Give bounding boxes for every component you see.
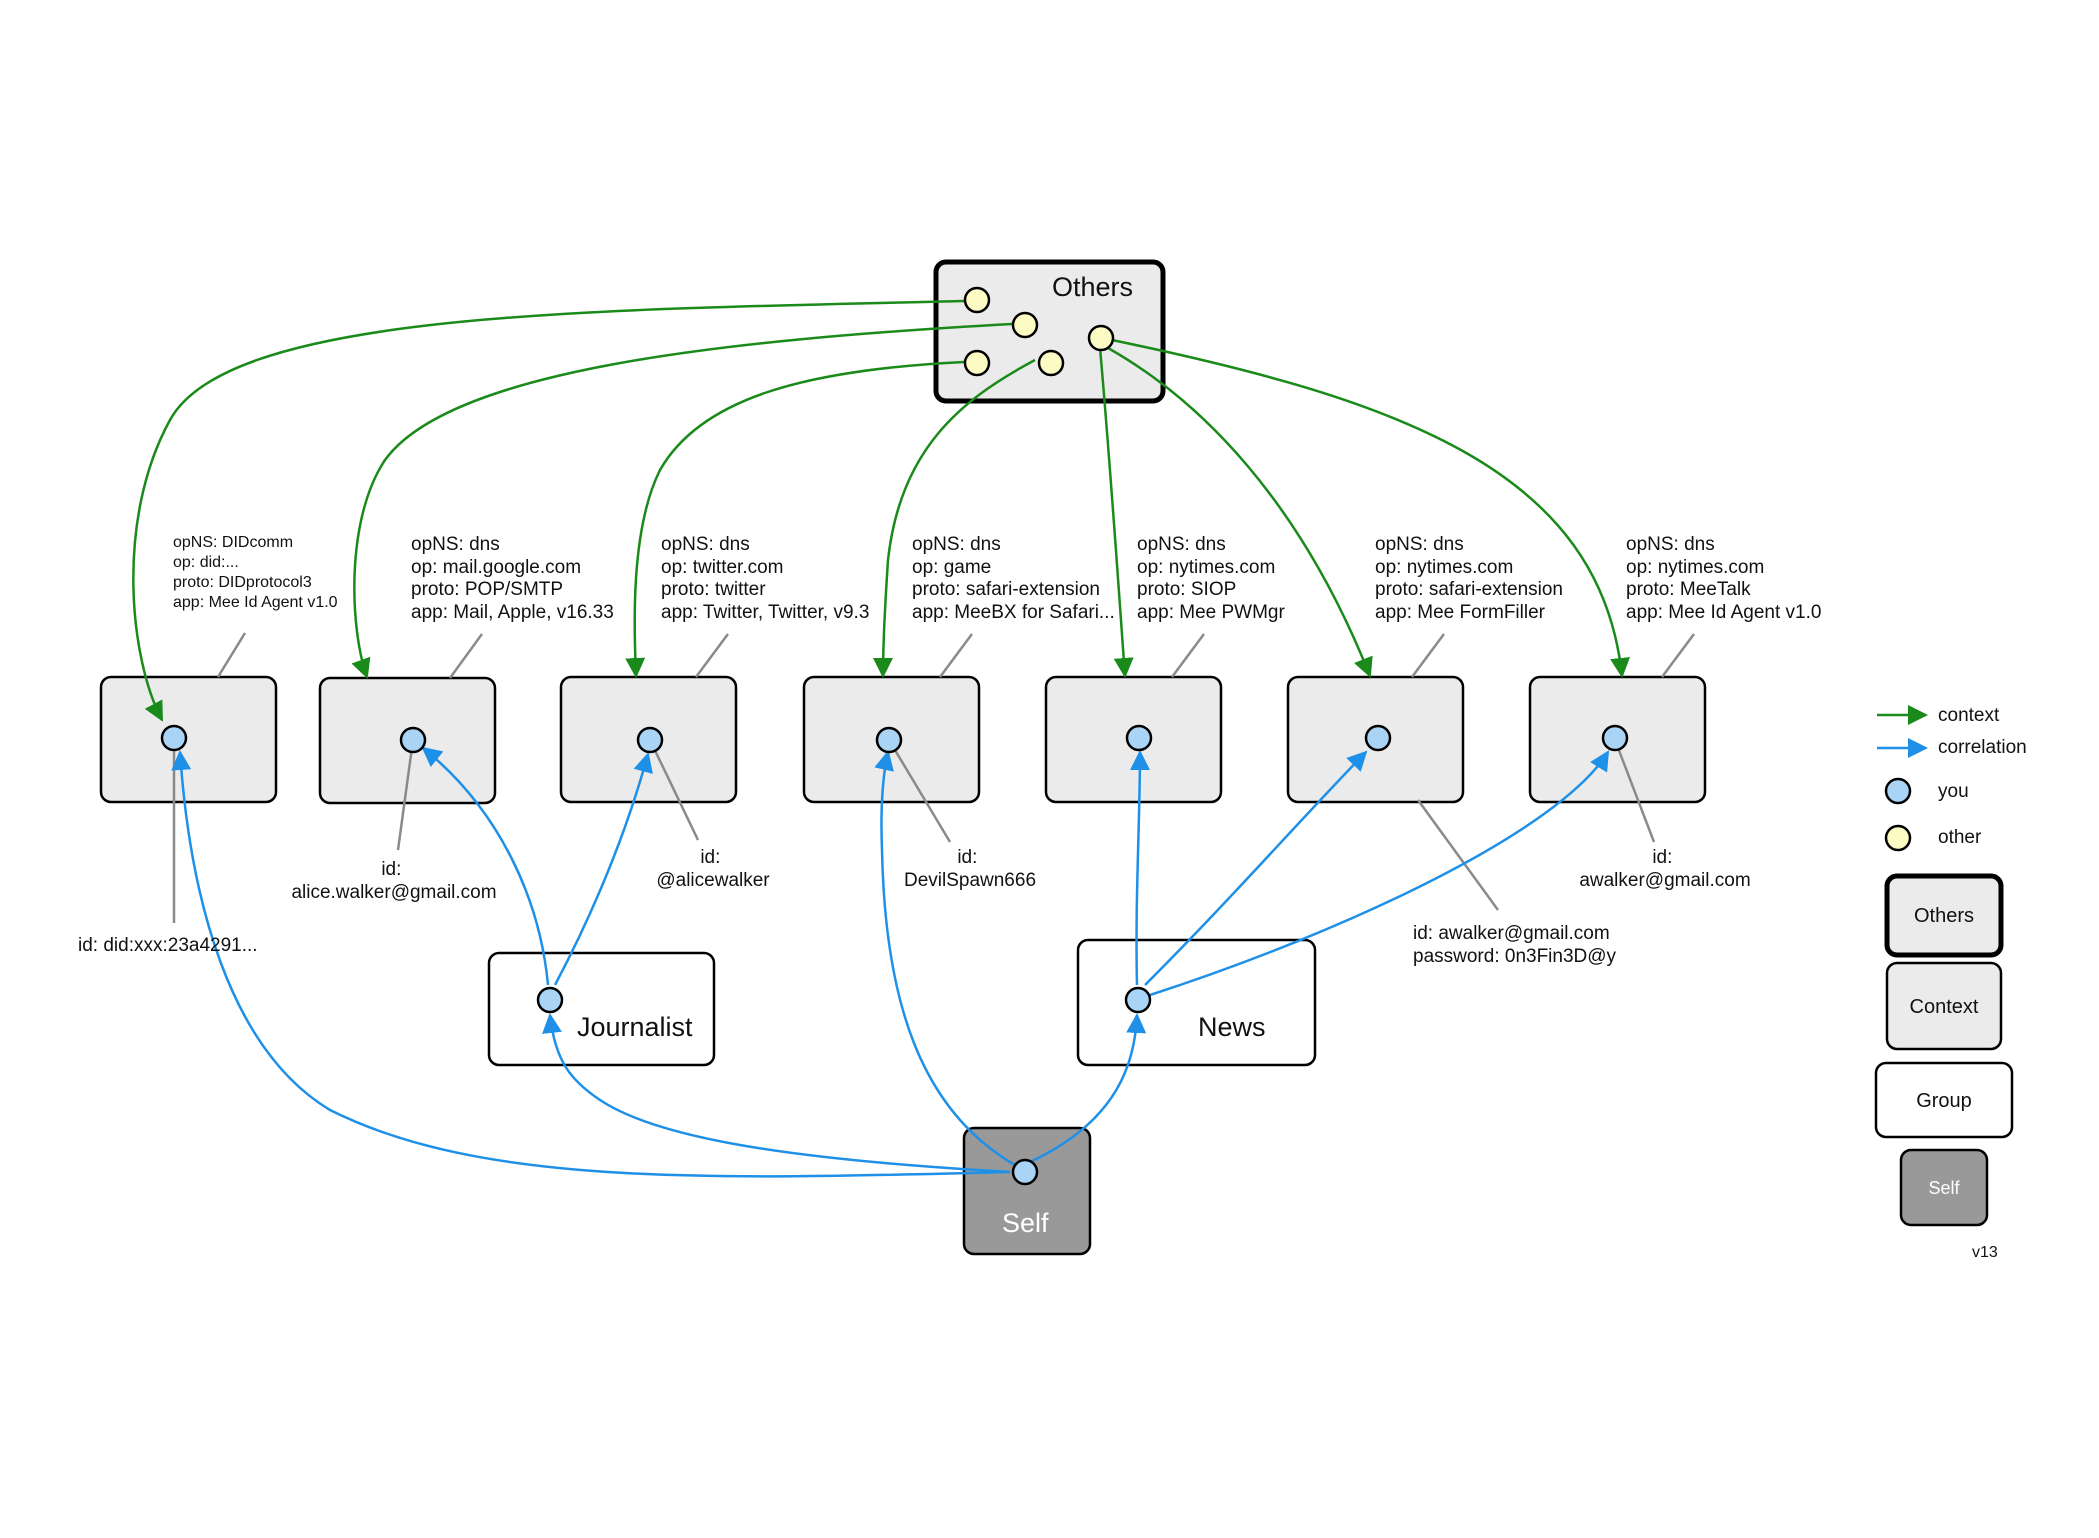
id-label-2: id: alice.walker@gmail.com [291,859,496,903]
legend-context-box-label: Context [1910,996,1979,1018]
legend: context correlation you other Others Con… [1874,705,2027,1261]
correlation-arrow [421,746,550,986]
journalist-title: Journalist [577,1012,693,1042]
id-label-1: id: did:xxx:23a4291... [78,935,258,956]
legend-correlation-label: correlation [1938,737,2027,758]
context-label-5: opNS: dns op: nytimes.com proto: SIOP ap… [1137,534,1285,623]
correlation-arrow [1144,750,1368,986]
context-arrow [1098,347,1134,678]
context-label-4: opNS: dns op: game proto: safari-extensi… [912,534,1115,623]
context-label-3: opNS: dns op: twitter.com proto: twitter… [661,534,869,623]
callout-line [1613,739,1656,843]
other-dot [963,349,991,377]
you-dot [536,986,564,1014]
you-dot [1124,986,1152,1014]
you-dot [875,726,903,754]
context-arrow [1107,346,1373,678]
news-title: News [1198,1012,1266,1042]
id-label-3: id: @alicewalker [656,847,770,891]
legend-context-label: context [1938,705,2000,726]
you-dot [1125,724,1153,752]
legend-context-box [1885,961,2003,1051]
context-label-7: opNS: dns op: nytimes.com proto: MeeTalk… [1626,534,1821,623]
callout-line [1416,799,1500,911]
you-dot [1011,1158,1039,1186]
id-label-6: id: awalker@gmail.com password: 0n3Fin3D… [1413,923,1617,967]
you-dot [1601,724,1629,752]
callout-line [1170,633,1206,678]
correlation-arrow [1129,750,1150,986]
other-dot [1087,324,1115,352]
context-label-2: opNS: dns op: mail.google.com proto: POP… [411,534,614,623]
other-dot [1011,311,1039,339]
legend-other-dot [1884,824,1912,852]
correlation-arrow [553,752,653,986]
callout-line [694,633,730,678]
legend-group-box-label: Group [1916,1090,1972,1112]
callout-line [1660,633,1696,678]
correlation-arrow [1149,750,1610,997]
correlation-arrow [1029,1013,1147,1164]
context-arrow [132,299,966,722]
callout-line [216,632,247,678]
legend-self-box-label: Self [1928,1178,1960,1198]
self-title: Self [1002,1208,1049,1238]
legend-others-box [1884,873,2004,958]
you-dot [399,726,427,754]
context-label-6: opNS: dns op: nytimes.com proto: safari-… [1375,534,1568,623]
callout-line [448,633,484,679]
legend-other-label: other [1938,827,1982,848]
context-label-1: opNS: DIDcomm op: did:... proto: DIDprot… [173,534,338,611]
id-label-4: id: DevilSpawn666 [904,847,1036,891]
others-title: Others [1052,272,1133,302]
callout-line [396,739,415,851]
context-arrow [1111,338,1631,678]
you-dot [636,726,664,754]
others-box [933,259,1166,404]
group-box-journalist [487,951,716,1067]
self-box [962,1126,1092,1256]
legend-self-box [1899,1148,1989,1227]
legend-group-box [1874,1061,2014,1139]
callout-line [887,739,952,843]
correlation-arrow [874,750,1016,1167]
correlation-arrow [542,1013,1011,1174]
other-dot [963,286,991,314]
callout-line [1410,633,1446,678]
correlation-arrow [171,750,1011,1178]
context-arrow [351,322,1013,679]
legend-you-label: you [1938,781,1969,802]
you-dot [160,724,188,752]
you-dot [1364,724,1392,752]
id-label-7: id: awalker@gmail.com [1579,847,1750,891]
group-box-news [1076,938,1317,1067]
context-arrow [873,358,1036,678]
callout-line [648,739,700,841]
context-box-1 [99,675,278,804]
version-label: v13 [1972,1244,1998,1261]
legend-others-label: Others [1914,905,1974,927]
callout-line [938,633,974,678]
other-dot [1037,349,1065,377]
legend-you-dot [1884,777,1912,805]
context-arrow [625,360,965,678]
